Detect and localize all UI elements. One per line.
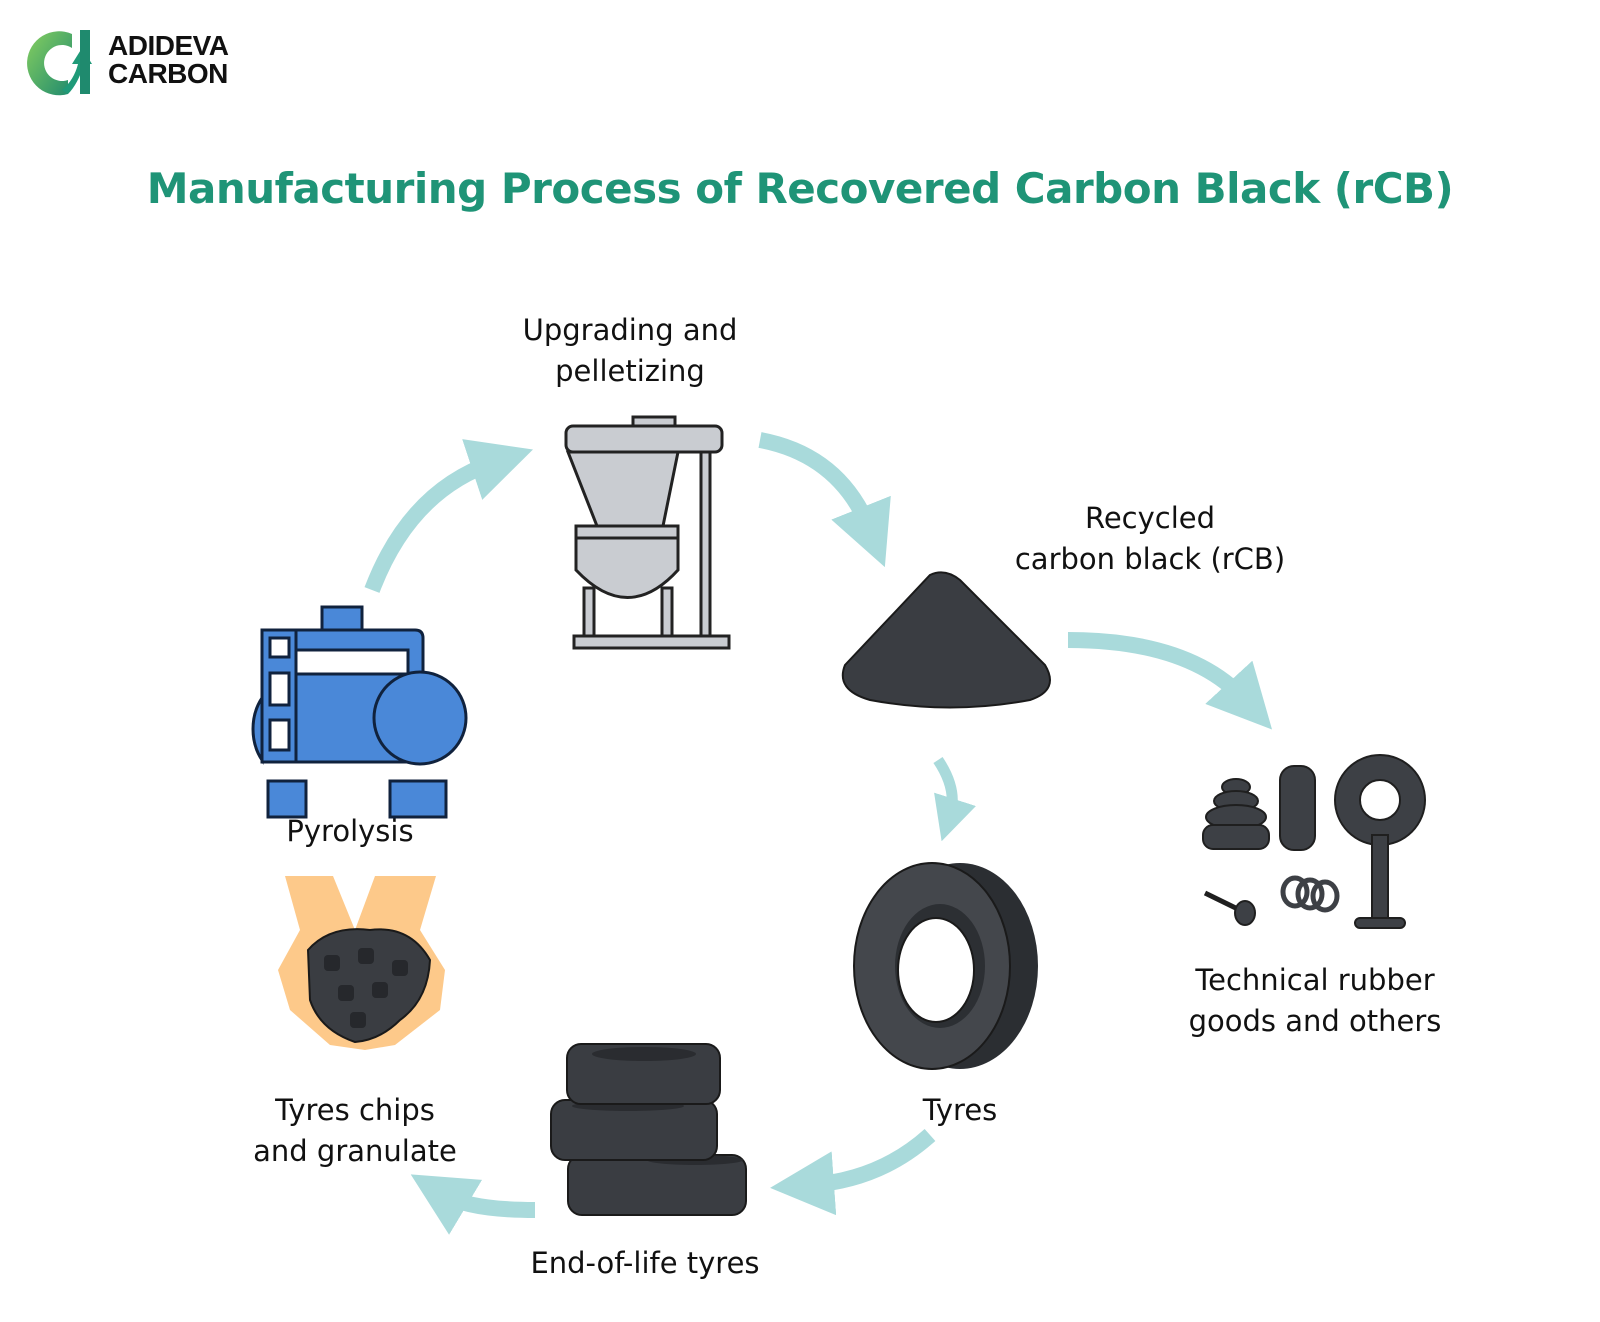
label-technical: Technical rubber goods and others: [1165, 960, 1465, 1042]
tyre-stack-icon: [550, 1043, 747, 1216]
arrow-pyrolysis-to-upgrading: [364, 439, 533, 593]
arrow-upgrading-to-rcb: [758, 432, 891, 568]
pyrolysis-reactor-icon: [251, 605, 468, 819]
circular-arrow-c-icon: [27, 30, 92, 96]
label-rcb-line-2: carbon black (rCB): [1014, 542, 1286, 576]
page-title: Manufacturing Process of Recovered Carbo…: [146, 164, 1454, 213]
label-chips-line-1: Tyres chips: [275, 1093, 435, 1127]
arrow-tyres-to-eol: [770, 1129, 936, 1216]
label-pyrolysis-line-1: Pyrolysis: [286, 814, 414, 848]
label-pyrolysis: Pyrolysis: [270, 811, 430, 852]
arrow-eol-to-chips: [410, 1174, 536, 1235]
pelletizing-machine-icon: [564, 415, 731, 650]
carbon-black-pile-icon: [841, 571, 1051, 709]
label-tyres-line-1: Tyres: [922, 1093, 998, 1127]
label-rcb: Recycled carbon black (rCB): [1000, 498, 1300, 580]
label-upgrading-line-1: Upgrading and: [522, 313, 738, 347]
label-upgrading-line-2: pelletizing: [555, 354, 705, 388]
label-upgrading: Upgrading and pelletizing: [500, 310, 760, 392]
arrow-rcb-to-technical: [1067, 632, 1273, 730]
tyre-icon: [853, 862, 1038, 1070]
logo-text: ADIDEVA CARBON: [108, 30, 229, 89]
label-eol-line-1: End-of-life tyres: [530, 1246, 760, 1280]
arrow-rcb-to-tyres: [933, 756, 976, 842]
label-chips-line-2: and granulate: [253, 1134, 457, 1168]
logo-line-1: ADIDEVA: [108, 30, 229, 61]
label-tyres: Tyres: [900, 1090, 1020, 1131]
label-chips: Tyres chips and granulate: [230, 1090, 480, 1172]
label-rcb-line-1: Recycled: [1084, 501, 1216, 535]
label-technical-line-2: goods and others: [1188, 1004, 1442, 1038]
logo-line-2: CARBON: [108, 58, 228, 89]
hands-with-chips-icon: [278, 876, 445, 1050]
logo: ADIDEVA CARBON: [22, 28, 262, 100]
label-technical-line-1: Technical rubber: [1195, 963, 1435, 997]
label-eol: End-of-life tyres: [510, 1243, 780, 1284]
rubber-goods-icon: [1202, 754, 1426, 929]
